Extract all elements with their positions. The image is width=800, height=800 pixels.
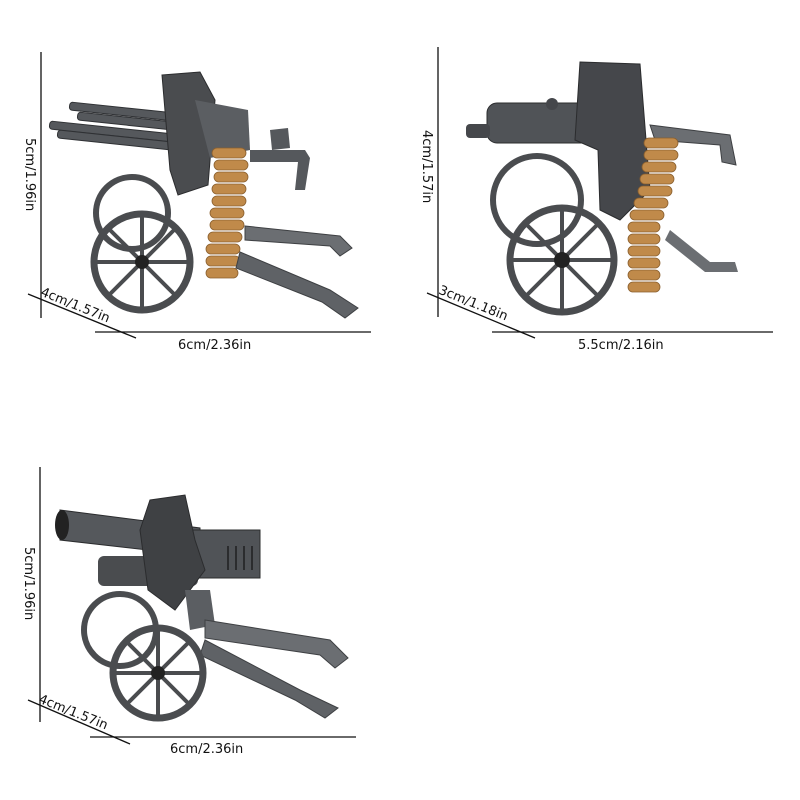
product-3-width-label: 6cm/2.36in — [170, 742, 244, 757]
product-3-model — [55, 494, 349, 722]
product-2-model — [466, 61, 738, 316]
product-1-model — [48, 71, 359, 319]
product-2-width-label: 5.5cm/2.16in — [578, 338, 664, 353]
product-3-height-label: 5cm/1.96in — [21, 547, 36, 621]
product-2-height-label: 4cm/1.57in — [419, 130, 434, 204]
product-1-width-label: 6cm/2.36in — [178, 338, 252, 353]
product-3-dimension-lines — [27, 467, 356, 745]
product-1-height-label: 5cm/1.96in — [22, 138, 37, 212]
product-2-dimension-lines — [426, 47, 773, 339]
product-1-dimension-lines — [27, 52, 371, 339]
